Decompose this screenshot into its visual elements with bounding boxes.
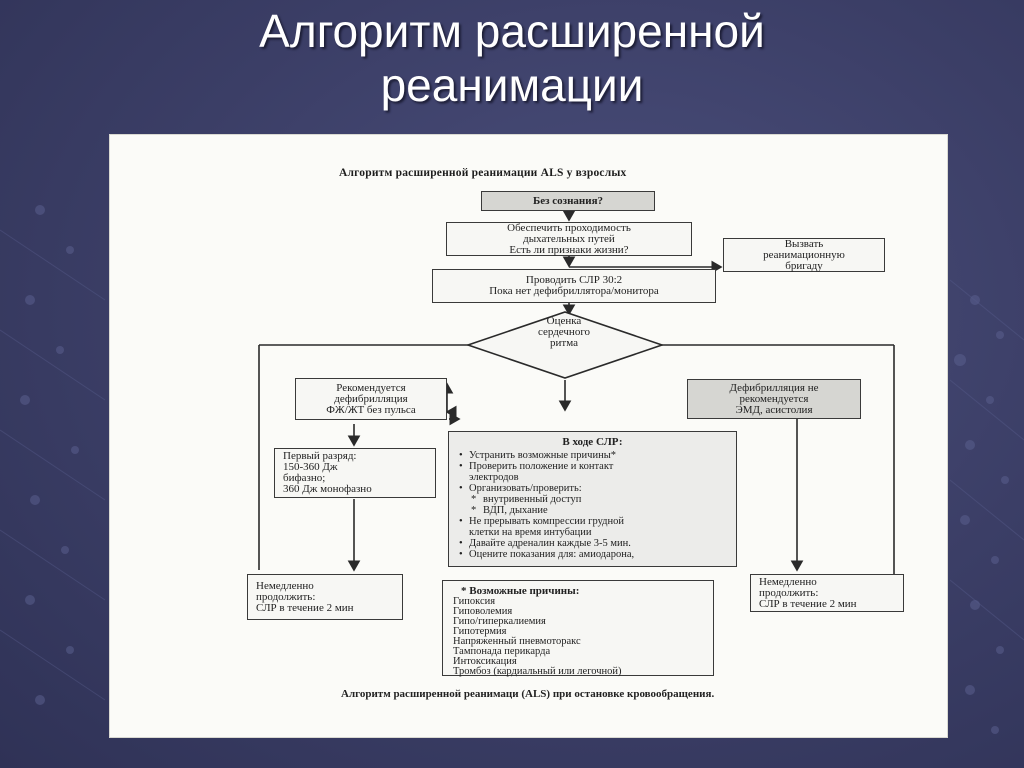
list-item: внутривенный доступ	[469, 494, 728, 505]
possible-causes-box: * Возможные причины: Гипоксия Гиповолеми…	[442, 580, 714, 677]
node-rhythm-line3: ритма	[550, 337, 578, 349]
list-item: Организовать/проверить:	[459, 483, 728, 494]
list-item: Гиповолемия	[453, 606, 513, 617]
node-nonshockable-line2: рекомендуется	[739, 392, 809, 405]
node-nonshockable: Дефибрилляция не рекомендуется ЭМД, асис…	[687, 379, 861, 419]
list-item: Тромбоз (кардиальный или легочной)	[453, 666, 622, 677]
list-item: Интоксикация	[453, 656, 517, 667]
list-item: Не прерывать компрессии грудной	[459, 516, 728, 527]
node-call-team-line2: реанимационную	[763, 248, 845, 261]
during-cpr-box: В ходе СЛР: Устранить возможные причины*…	[448, 431, 737, 567]
node-first-shock: Первый разряд: 150-360 Дж бифазно; 360 Д…	[274, 448, 436, 498]
node-unconscious: Без сознания?	[481, 191, 655, 211]
node-resume-right-line1: Немедленно	[759, 575, 817, 588]
node-airway-line2: дыхательных путей	[523, 232, 615, 245]
possible-causes-header: * Возможные причины:	[461, 585, 580, 597]
list-item: Устранить возможные причины*	[459, 450, 728, 461]
list-item: Давайте адреналин каждые 3-5 мин.	[459, 538, 728, 549]
list-item: Напряженный пневмоторакс	[453, 636, 581, 647]
node-rhythm: Оценка сердечного ритма	[509, 316, 619, 349]
node-rhythm-line1: Оценка	[546, 315, 582, 327]
node-first-shock-line3: бифазно;	[283, 472, 326, 484]
node-call-team-line3: бригаду	[785, 259, 823, 272]
node-resume-right: Немедленно продолжить: СЛР в течение 2 м…	[750, 574, 904, 612]
diagram-title: Алгоритм расширенной реанимации ALS у вз…	[339, 167, 627, 179]
node-resume-left-line1: Немедленно	[256, 579, 314, 592]
during-cpr-list: Устранить возможные причины* Проверить п…	[457, 450, 728, 560]
slide-title-line1: Алгоритм расширенной	[259, 5, 765, 57]
node-nonshockable-line1: Дефибрилляция не	[729, 381, 819, 394]
diagram-caption: Алгоритм расширенной реанимаци (ALS) при…	[341, 688, 715, 700]
slide-title-line2: реанимации	[380, 59, 644, 111]
list-item: ВДП, дыхание	[469, 505, 728, 516]
list-item: Оцените показания для: амиодарона,	[459, 549, 728, 560]
node-first-shock-line1: Первый разряд:	[283, 450, 357, 462]
node-shockable-line1: Рекомендуется	[336, 381, 406, 394]
node-shockable: Рекомендуется дефибрилляция ФЖ/ЖТ без пу…	[295, 378, 447, 420]
node-airway-line1: Обеспечить проходимость	[507, 221, 631, 234]
node-call-team: Вызвать реанимационную бригаду	[723, 238, 885, 272]
node-first-shock-line4: 360 Дж монофазно	[283, 483, 372, 495]
node-shockable-line3: ФЖ/ЖТ без пульса	[326, 403, 416, 416]
list-item: электродов	[469, 472, 519, 483]
flow-connectors	[258, 210, 895, 574]
scanned-flowchart: Алгоритм расширенной реанимации ALS у вз…	[109, 134, 948, 738]
rhythm-assessment-diamond	[465, 311, 665, 379]
slide-title: Алгоритм расширенной реанимации	[0, 4, 1024, 112]
list-item: Гипоксия	[453, 596, 496, 607]
node-airway: Обеспечить проходимость дыхательных путе…	[446, 222, 692, 256]
node-cpr-line2: Пока нет дефибриллятора/монитора	[489, 285, 659, 297]
list-item: Гипотермия	[453, 626, 507, 637]
node-resume-left-line2: продолжить:	[256, 590, 316, 603]
node-nonshockable-line3: ЭМД, асистолия	[735, 403, 813, 416]
node-cpr-line1: Проводить СЛР 30:2	[525, 274, 623, 286]
during-cpr-header: В ходе СЛР:	[562, 436, 623, 448]
list-item: Проверить положение и контакт	[459, 461, 728, 472]
list-item: Тампонада перикарда	[453, 646, 551, 657]
node-shockable-line2: дефибрилляция	[334, 392, 408, 405]
node-resume-right-line3: СЛР в течение 2 мин	[759, 597, 857, 610]
node-rhythm-line2: сердечного	[537, 326, 591, 338]
node-airway-line3: Есть ли признаки жизни?	[509, 243, 629, 256]
node-resume-left: Немедленно продолжить: СЛР в течение 2 м…	[247, 574, 403, 620]
node-resume-right-line2: продолжить:	[759, 586, 819, 599]
node-first-shock-line2: 150-360 Дж	[283, 461, 338, 473]
node-unconscious-label: Без сознания?	[532, 194, 604, 207]
node-call-team-line1: Вызвать	[784, 237, 824, 250]
node-cpr: Проводить СЛР 30:2 Пока нет дефибриллято…	[432, 269, 716, 303]
list-item: клетки на время интубации	[469, 527, 592, 538]
node-resume-left-line3: СЛР в течение 2 мин	[256, 601, 354, 614]
list-item: Гипо/гиперкалиемия	[453, 616, 546, 627]
